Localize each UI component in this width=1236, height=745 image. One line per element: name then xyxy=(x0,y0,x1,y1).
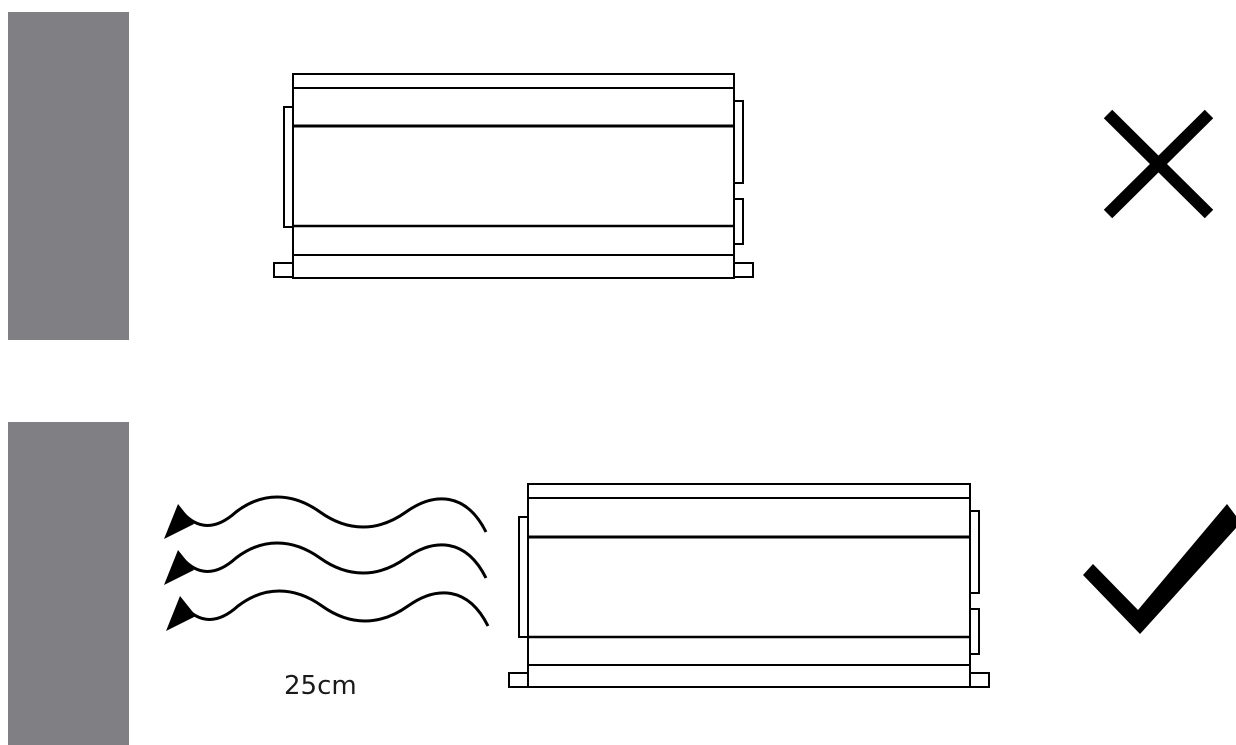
mount-foot-right xyxy=(969,672,990,688)
airflow-arrow xyxy=(164,541,488,585)
inverter-unit xyxy=(273,73,754,279)
panel-correct: 25cm xyxy=(8,422,1236,745)
inverter-body xyxy=(527,483,971,688)
inverter-body xyxy=(292,73,735,279)
wall xyxy=(8,12,129,340)
airflow-arrows xyxy=(164,495,490,631)
inverter-unit xyxy=(508,483,990,688)
mount-foot-left xyxy=(273,262,294,278)
left-end-cap xyxy=(518,516,529,638)
mount-foot-left xyxy=(508,672,529,688)
airflow-arrow xyxy=(164,495,488,539)
mount-foot-right xyxy=(733,262,754,278)
right-terminal-lower xyxy=(969,608,980,655)
right-terminal-upper xyxy=(969,510,980,594)
check-icon xyxy=(1083,504,1236,634)
airflow-arrow xyxy=(166,589,490,631)
cross-icon xyxy=(1103,109,1214,219)
right-terminal-lower xyxy=(733,198,744,245)
left-end-cap xyxy=(283,106,294,228)
wall xyxy=(8,422,129,745)
panel-incorrect xyxy=(8,12,1214,340)
clearance-label: 25cm xyxy=(284,671,357,701)
right-terminal-upper xyxy=(733,100,744,184)
